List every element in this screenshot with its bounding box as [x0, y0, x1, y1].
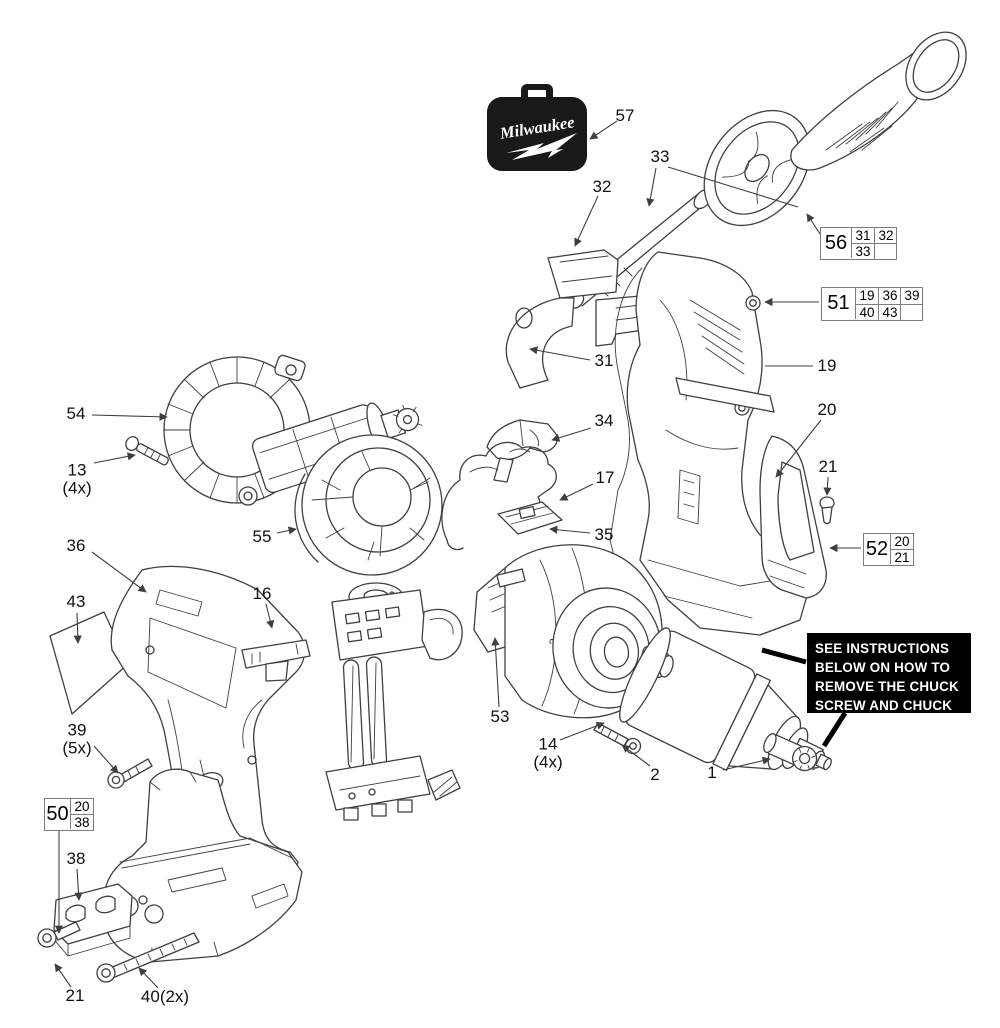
instruction-note-line: REMOVE THE CHUCK: [815, 679, 959, 694]
part-label-55: 55: [252, 526, 272, 546]
part-label-21-right: 21: [818, 456, 838, 476]
terminal-wedge-drawing: [427, 769, 461, 801]
callout-50-cell: 20: [71, 799, 93, 815]
part-label-21-bottom: 21: [65, 985, 85, 1005]
callout-50-cell: 38: [74, 815, 90, 830]
callout-56-cell: 33: [855, 244, 871, 259]
leader-lines: [54, 120, 861, 989]
part-label-36: 36: [66, 535, 86, 555]
part-label-20: 20: [817, 399, 837, 419]
callout-52-main: 52: [864, 534, 891, 564]
selector-button-drawing: [486, 419, 558, 483]
fwd-rev-button-drawing: [241, 639, 311, 682]
part-label-35: 35: [594, 524, 614, 544]
chuck-screw-drawing: [763, 733, 818, 772]
callout-56-cell: [874, 244, 897, 259]
clamp-drawing: [505, 249, 649, 389]
switch-module-drawing: [325, 582, 463, 821]
part-label-13: 13 (4x): [62, 460, 92, 498]
part-label-43: 43: [66, 591, 86, 611]
lightning-bolt-icon: [506, 133, 577, 160]
instruction-note-line: SEE INSTRUCTIONS: [815, 641, 950, 656]
part-label-17: 17: [595, 467, 615, 487]
callout-51-cell: 39: [900, 288, 923, 305]
part-label-16: 16: [252, 583, 272, 603]
stator-drawing: [294, 434, 443, 576]
spring-plate-drawing: [497, 501, 563, 535]
part-label-32: 32: [592, 176, 612, 196]
part-label-33: 33: [650, 146, 670, 166]
callout-51-cell: 43: [878, 304, 901, 320]
belt-clip-drawing: [759, 435, 827, 599]
callout-box-50: 50 20 38: [44, 798, 94, 831]
callout-box-52: 52 20 21: [863, 533, 914, 566]
screw-40-long-drawing: [96, 932, 200, 983]
screw-13-drawing: [125, 436, 169, 466]
motor-assembly-drawing: [163, 354, 423, 506]
part-label-31: 31: [594, 350, 614, 370]
part-label-40: 40(2x): [140, 986, 190, 1006]
housing-foot-drawing: [103, 768, 303, 963]
note-leader-lines: [761, 647, 848, 748]
part-label-53: 53: [490, 706, 510, 726]
instruction-note: SEE INSTRUCTIONS BELOW ON HOW TO REMOVE …: [807, 633, 971, 713]
callout-52-cell: 20: [891, 534, 913, 550]
callout-52-cell: 21: [894, 550, 910, 565]
callout-56-main: 56: [821, 228, 852, 258]
screw-21-bottom-drawing: [37, 921, 81, 948]
callout-51-cell: 19: [856, 288, 878, 305]
carry-case-drawing: Milwaukee: [487, 84, 587, 171]
callout-box-51: 51 19 36 39 40 43: [821, 287, 923, 321]
callout-51-cell: 40: [859, 304, 875, 320]
part-label-39: 39 (5x): [62, 720, 92, 758]
part-label-54: 54: [66, 403, 86, 423]
callout-51-cell: [900, 304, 923, 320]
wire-form-drawing: [441, 441, 557, 551]
part-label-2: 2: [650, 764, 660, 784]
callout-box-56: 56 31 32 33: [820, 227, 897, 260]
screw-39-drawing: [107, 758, 153, 789]
part-label-19: 19: [817, 355, 837, 375]
callout-51-cell: 36: [878, 288, 901, 305]
part-label-14: 14 (4x): [533, 734, 563, 772]
part-label-34: 34: [594, 410, 614, 430]
part-label-1: 1: [707, 762, 717, 782]
screw-21-right-drawing: [819, 496, 835, 525]
instruction-note-line: BELOW ON HOW TO: [815, 660, 951, 675]
callout-56-cell: 32: [874, 228, 897, 244]
part-label-57: 57: [615, 105, 635, 125]
callout-50-main: 50: [45, 799, 71, 829]
callout-51-main: 51: [822, 288, 856, 319]
side-handle-drawing: [569, 31, 967, 309]
callout-56-cell: 31: [852, 228, 874, 244]
part-label-38: 38: [66, 848, 86, 868]
instruction-note-line: SCREW AND CHUCK: [815, 698, 953, 713]
